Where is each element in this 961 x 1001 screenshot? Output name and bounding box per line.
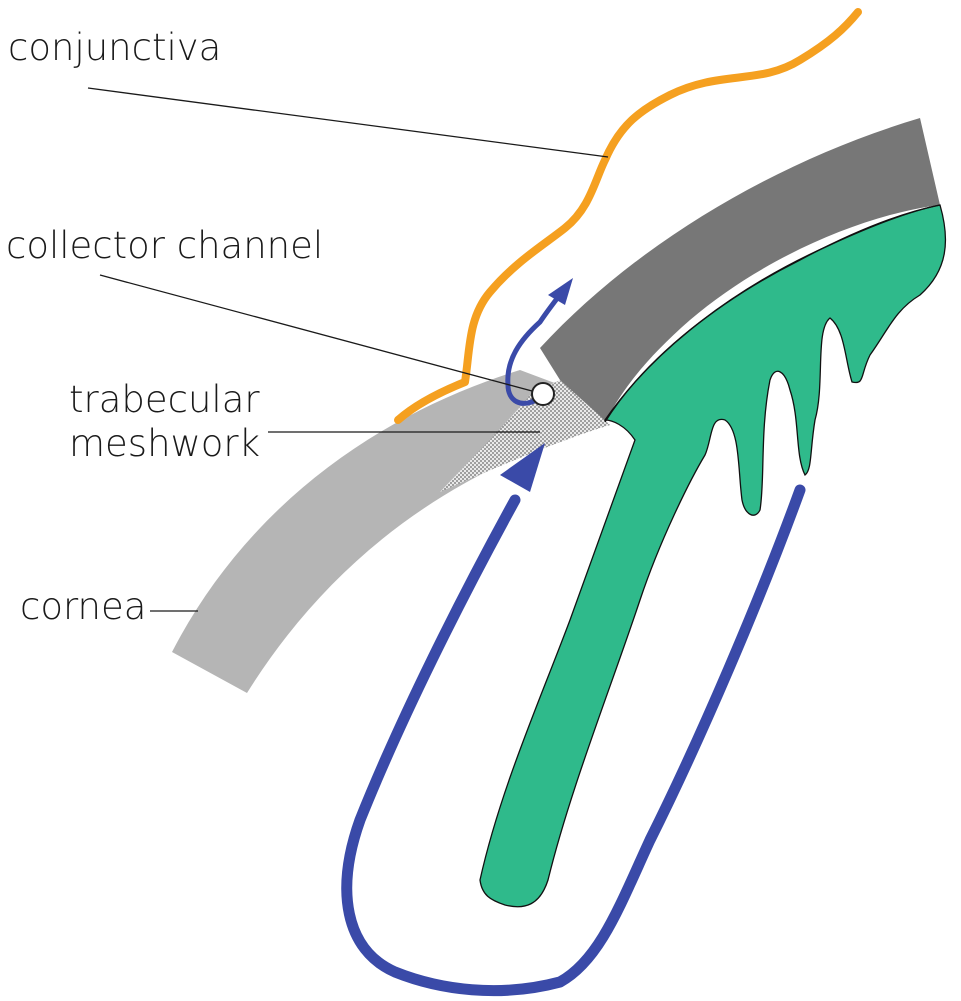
outflow-arrow-head-icon <box>548 278 573 305</box>
label-collector-channel: collector channel <box>6 224 323 268</box>
label-cornea: cornea <box>20 585 146 629</box>
leader-line-collector-channel <box>100 275 532 391</box>
leader-line-conjunctiva <box>88 88 608 157</box>
collector-channel-shape <box>532 383 554 405</box>
label-conjunctiva: conjunctiva <box>8 26 221 70</box>
label-trabecular-line2: meshwork <box>69 422 260 466</box>
label-trabecular-meshwork: trabecular meshwork <box>69 378 260 465</box>
label-trabecular-line1: trabecular <box>69 378 260 422</box>
